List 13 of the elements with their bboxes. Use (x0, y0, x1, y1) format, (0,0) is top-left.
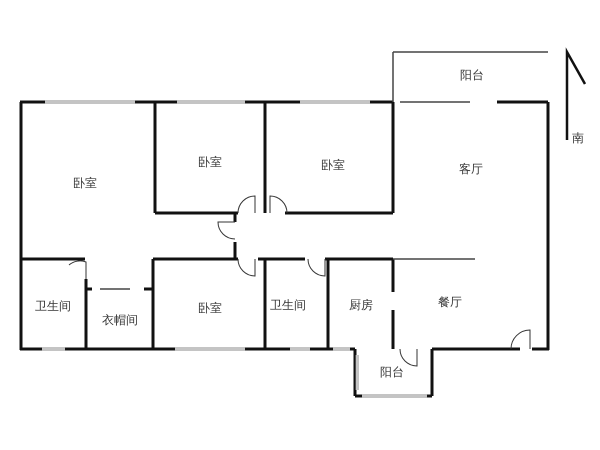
room-label: 阳台 (460, 69, 484, 81)
room-label: 衣帽间 (102, 314, 138, 326)
room-label: 厨房 (349, 299, 373, 311)
room-label: 餐厅 (438, 296, 462, 308)
room-label: 阳台 (380, 366, 404, 378)
direction-label: 南 (572, 132, 584, 144)
room-label: 卧室 (73, 177, 97, 189)
room-label: 卫生间 (35, 300, 71, 312)
room-label: 卫生间 (270, 299, 306, 311)
room-label: 卧室 (198, 156, 222, 168)
room-label: 卧室 (198, 302, 222, 314)
room-label: 客厅 (459, 163, 483, 175)
room-label: 卧室 (321, 159, 345, 171)
